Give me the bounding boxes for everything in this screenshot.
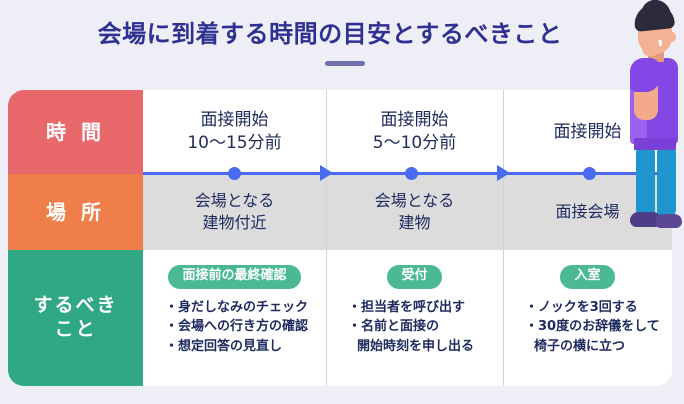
person-leg-right	[657, 148, 676, 216]
timeline-dot-3	[583, 167, 596, 180]
person-shoe-left	[630, 212, 660, 227]
row-label-place: 場 所	[8, 174, 143, 250]
person-leg-left	[636, 148, 655, 216]
list-item: ・想定回答の見直し	[165, 338, 283, 354]
progress-timeline	[143, 165, 672, 181]
title-underline-accent	[325, 61, 365, 66]
time-line1-column-1: 面接開始	[200, 110, 269, 131]
list-item-continuation: 開始時刻を申し出る	[357, 338, 475, 354]
time-line1-column-2: 面接開始	[380, 110, 449, 131]
title-area: 会場に到着する時間の目安とするべきこと	[0, 0, 684, 90]
badge-column-3: 入室	[560, 265, 615, 289]
list-item: ・名前と面接の	[348, 319, 440, 335]
row-label-time-text: 時 間	[46, 119, 105, 144]
place-line2-column-2: 建物	[398, 213, 431, 232]
cell-place-column-1: 会場となる 建物付近	[143, 174, 326, 250]
cell-time-column-1: 面接開始 10〜15分前	[143, 90, 326, 174]
list-item: ・身だしなみのチェック	[165, 299, 309, 315]
place-line1-column-3: 面接会場	[555, 201, 620, 221]
page-title: 会場に到着する時間の目安とするべきこと	[97, 20, 563, 48]
list-item: ・会場への行き方の確認	[165, 319, 309, 335]
person-shoe-right	[656, 214, 682, 228]
row-label-time: 時 間	[8, 90, 143, 174]
time-line2-column-1: 10〜15分前	[187, 133, 282, 153]
bullet-list-column-2: ・担当者を呼び出す ・名前と面接の 開始時刻を申し出る	[326, 298, 503, 357]
cell-time-column-2: 面接開始 5〜10分前	[326, 90, 503, 174]
row-label-column: 時 間 場 所 するべき こと	[8, 90, 143, 386]
list-item-continuation: 椅子の横に立つ	[534, 338, 626, 354]
timeline-arrow-2-icon	[497, 165, 510, 181]
row-label-todo-text: するべき こと	[33, 294, 117, 342]
row-label-place-text: 場 所	[46, 199, 105, 224]
thinking-person-illustration	[612, 0, 684, 240]
place-line1-column-2: 会場となる	[374, 190, 455, 210]
row-label-todo: するべき こと	[8, 250, 143, 386]
place-line1-column-1: 会場となる	[194, 190, 275, 210]
column-divider-2	[503, 90, 504, 386]
list-item: ・担当者を呼び出す	[348, 299, 466, 315]
cell-place-column-2: 会場となる 建物	[326, 174, 503, 250]
row-label-todo-line1: するべき	[33, 294, 118, 317]
timeline-arrow-1-icon	[320, 165, 333, 181]
time-line1-column-3: 面接開始	[553, 121, 622, 142]
person-sleeve	[630, 58, 660, 92]
person-ear	[668, 32, 676, 42]
bullet-list-column-1: ・身だしなみのチェック ・会場への行き方の確認 ・想定回答の見直し	[143, 298, 326, 357]
column-divider-1	[326, 90, 327, 386]
cell-todo-column-1: 面接前の最終確認 ・身だしなみのチェック ・会場への行き方の確認 ・想定回答の見…	[143, 250, 326, 386]
cell-place-column-3: 面接会場	[503, 174, 672, 250]
row-label-todo-line2: こと	[54, 318, 97, 340]
place-line2-column-1: 建物付近	[202, 213, 267, 232]
cell-todo-column-3: 入室 ・ノックを3回する ・30度のお辞儀をして 椅子の横に立つ	[503, 250, 672, 386]
badge-column-2: 受付	[387, 265, 442, 289]
bullet-list-column-3: ・ノックを3回する ・30度のお辞儀をして 椅子の横に立つ	[503, 298, 672, 357]
row-background-time	[143, 90, 672, 174]
timeline-dot-1	[228, 167, 241, 180]
time-line2-column-2: 5〜10分前	[372, 133, 457, 153]
person-waist	[634, 138, 676, 150]
schedule-table-card: 時 間 場 所 するべき こと 面接開始 10〜15分前 会場となる 建物付近 …	[8, 90, 672, 386]
table-body: 面接開始 10〜15分前 会場となる 建物付近 面接前の最終確認 ・身だしなみの…	[143, 90, 672, 386]
row-background-place	[143, 174, 672, 250]
list-item: ・ノックを3回する	[525, 299, 638, 315]
timeline-line	[143, 172, 663, 175]
list-item: ・30度のお辞儀をして	[525, 319, 660, 335]
badge-column-1: 面接前の最終確認	[168, 265, 301, 289]
timeline-dot-2	[405, 167, 418, 180]
cell-time-column-3: 面接開始	[503, 90, 672, 174]
person-hand	[642, 36, 659, 56]
cell-todo-column-2: 受付 ・担当者を呼び出す ・名前と面接の 開始時刻を申し出る	[326, 250, 503, 386]
